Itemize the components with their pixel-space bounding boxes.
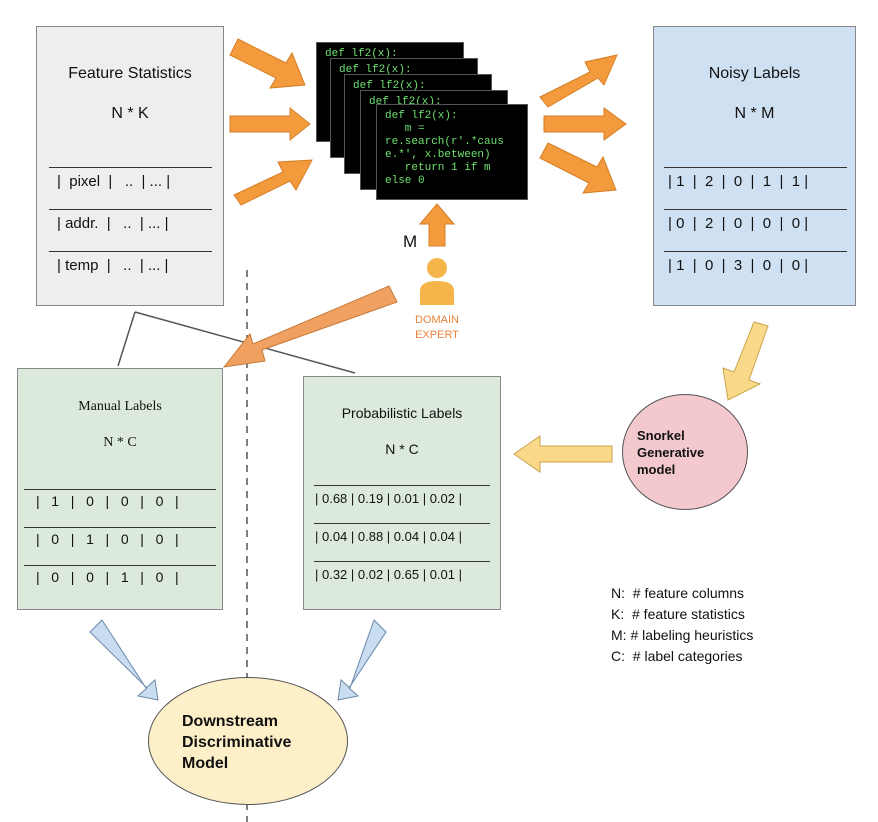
code-line: def lf2(x): xyxy=(353,80,426,92)
table-rule xyxy=(24,565,216,566)
probabilistic-labels-dims: N * C xyxy=(385,441,419,457)
legend-item: C: # label categories xyxy=(611,648,743,664)
manual-labels-title: Manual Labels xyxy=(78,399,162,414)
legend-item: K: # feature statistics xyxy=(611,606,745,622)
legend-item: M: # labeling heuristics xyxy=(611,627,754,643)
manual-labels-box: Manual Labels N * C | 1 | 0 | 0 | 0 | | … xyxy=(17,368,223,610)
code-line: m = xyxy=(385,123,425,135)
arrow-features-to-code-3 xyxy=(233,159,313,206)
code-line: re.search(r'.*caus xyxy=(385,136,504,148)
arrow-noisy-to-snorkel xyxy=(722,321,769,401)
table-rule xyxy=(24,489,216,490)
table-rule xyxy=(49,209,212,210)
snorkel-label-line2: Generative xyxy=(637,445,705,460)
noisy-labels-dims: N * M xyxy=(734,105,775,122)
table-rule xyxy=(49,167,212,168)
table-row: | temp | .. | ... | xyxy=(57,257,169,274)
table-rule xyxy=(664,251,847,252)
table-row: | 0 | 0 | 1 | 0 | xyxy=(36,569,179,585)
noisy-labels-box: Noisy Labels N * M | 1 | 2 | 0 | 1 | 1 |… xyxy=(653,26,856,306)
m-label: M xyxy=(403,232,418,251)
feature-statistics-box: Feature Statistics N * K | pixel | .. | … xyxy=(36,26,224,306)
table-row: | addr. | .. | ... | xyxy=(57,215,169,232)
domain-expert-label-line2: EXPERT xyxy=(415,329,459,341)
table-row: | 0 | 1 | 0 | 0 | xyxy=(36,531,179,547)
code-line: def lf2(x): xyxy=(339,64,412,76)
table-row: | 1 | 0 | 0 | 0 | xyxy=(36,493,179,509)
arrow-expert-to-code xyxy=(418,203,456,247)
arrow-snorkel-to-probabilistic xyxy=(513,435,613,473)
table-row: | 1 | 2 | 0 | 1 | 1 | xyxy=(668,173,809,190)
probabilistic-labels-box: Probabilistic Labels N * C | 0.68 | 0.19… xyxy=(303,376,501,610)
table-row: | 0.68 | 0.19 | 0.01 | 0.02 | xyxy=(315,491,462,506)
code-line: e.*', x.between) xyxy=(385,149,491,161)
code-line: else 0 xyxy=(385,175,425,187)
domain-expert-icon xyxy=(420,258,454,305)
feature-statistics-dims: N * K xyxy=(111,105,149,122)
table-rule xyxy=(24,527,216,528)
table-row: | 0 | 2 | 0 | 0 | 0 | xyxy=(668,215,809,232)
noisy-labels-title: Noisy Labels xyxy=(708,65,801,82)
arrow-expert-to-manual xyxy=(222,285,398,368)
table-rule xyxy=(664,167,847,168)
table-row: | pixel | .. | ... | xyxy=(57,173,171,190)
probabilistic-labels-title: Probabilistic Labels xyxy=(341,405,463,421)
table-row: | 0.04 | 0.88 | 0.04 | 0.04 | xyxy=(315,529,462,544)
snorkel-generative-model-node: Snorkel Generative model xyxy=(622,394,748,510)
code-line: def lf2(x): xyxy=(325,48,398,60)
snorkel-label-line3: model xyxy=(637,462,676,477)
code-line: return 1 if m xyxy=(385,162,491,174)
manual-labels-dims: N * C xyxy=(103,435,137,450)
arrow-code-to-noisy-3 xyxy=(539,142,617,194)
table-row: | 0.32 | 0.02 | 0.65 | 0.01 | xyxy=(315,567,462,582)
downstream-label-line2: Discriminative xyxy=(182,734,292,751)
downstream-model-node: Downstream Discriminative Model xyxy=(148,677,348,805)
table-rule xyxy=(49,251,212,252)
downstream-label-line3: Model xyxy=(182,755,229,772)
arrow-manual-to-downstream xyxy=(89,619,159,701)
downstream-label-line1: Downstream xyxy=(182,713,279,730)
feature-statistics-title: Feature Statistics xyxy=(68,65,192,82)
arrow-features-to-code-2 xyxy=(229,106,311,142)
snorkel-label-line1: Snorkel xyxy=(637,428,685,443)
arrow-probabilistic-to-downstream xyxy=(337,619,387,701)
arrow-features-to-code-1 xyxy=(229,38,306,89)
table-rule xyxy=(314,561,490,562)
table-rule xyxy=(314,523,490,524)
domain-expert-label-line1: DOMAIN xyxy=(415,314,459,326)
connector-line-left xyxy=(117,311,136,367)
code-line: def lf2(x): xyxy=(385,110,458,122)
table-rule xyxy=(314,485,490,486)
table-row: | 1 | 0 | 3 | 0 | 0 | xyxy=(668,257,809,274)
arrow-code-to-noisy-2 xyxy=(543,107,627,141)
legend-item: N: # feature columns xyxy=(611,585,745,601)
table-rule xyxy=(664,209,847,210)
arrow-code-to-noisy-1 xyxy=(539,54,618,108)
